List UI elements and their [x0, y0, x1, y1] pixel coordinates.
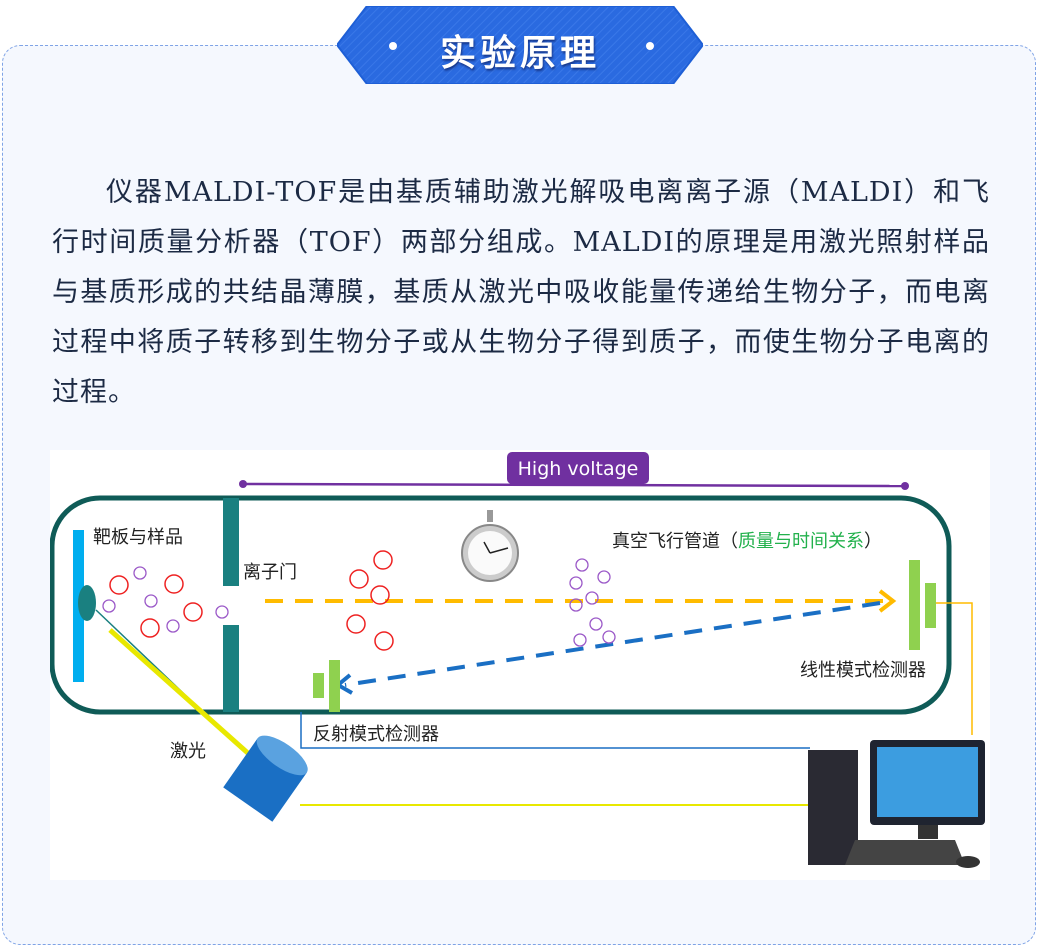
- laser-beam: [108, 628, 252, 757]
- reflector-wire: [300, 712, 810, 749]
- dot-icon: [646, 42, 654, 50]
- linear-wire: [936, 602, 973, 735]
- reflector-flight-path: [344, 601, 881, 687]
- flight-tube: [50, 495, 952, 715]
- high-voltage-label: High voltage: [518, 458, 639, 480]
- hv-end-dot: [901, 482, 909, 490]
- stopwatch-icon: [461, 510, 519, 582]
- section-title: 实验原理: [439, 32, 600, 74]
- linear-detector-label: 线性模式检测器: [800, 660, 926, 681]
- flight-tube-label: 真空飞行管道（质量与时间关系）: [612, 531, 882, 552]
- dot-icon: [389, 42, 397, 50]
- molecule-ions: [102, 558, 616, 647]
- reflector-detector-label: 反射模式检测器: [313, 724, 439, 745]
- linear-detector-plate: [925, 583, 936, 628]
- sample-spot: [78, 585, 96, 621]
- section-banner: 实验原理: [335, 5, 705, 85]
- laser-label: 激光: [170, 741, 206, 762]
- reflector-detector-plate: [313, 673, 324, 698]
- computer-icon: [808, 740, 985, 868]
- reflector-detector: [329, 660, 340, 712]
- high-voltage-line: [242, 482, 906, 488]
- positive-ions: [109, 550, 394, 651]
- linear-detector: [909, 560, 920, 650]
- description-paragraph: 仪器MALDI-TOF是由基质辅助激光解吸电离离子源（MALDI）和飞行时间质量…: [52, 177, 990, 408]
- laser-emitter-icon: [223, 735, 308, 822]
- high-voltage-badge: [507, 452, 649, 484]
- ion-gate-label: 离子门: [243, 562, 297, 583]
- maldi-tof-diagram: High voltage 靶板与样品 离子门 线性模式检测器 反射模式检测器 真: [50, 450, 990, 880]
- ion-gate-bottom: [223, 625, 239, 712]
- ion-gate-top: [223, 498, 239, 586]
- hv-end-dot: [239, 480, 247, 488]
- arrow-right-icon: [878, 589, 897, 613]
- target-plate-label: 靶板与样品: [93, 527, 183, 548]
